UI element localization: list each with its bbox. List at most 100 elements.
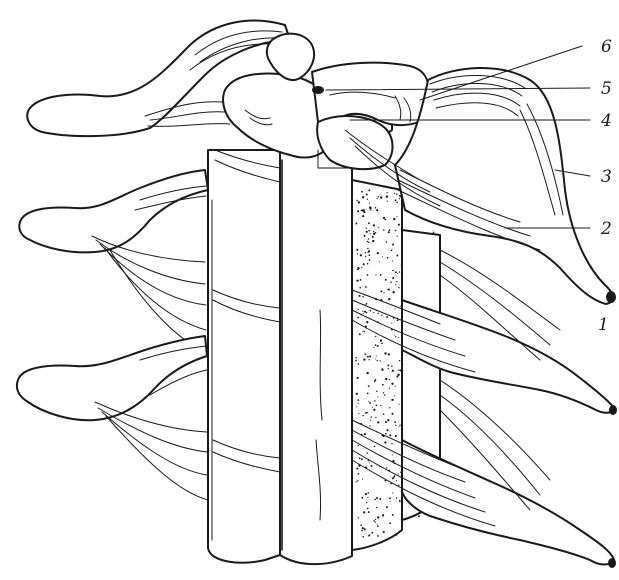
stipple-dot xyxy=(370,310,372,312)
stipple-dot xyxy=(394,193,395,194)
stipple-dot xyxy=(357,317,359,319)
stipple-dot xyxy=(374,499,376,501)
stipple-dot xyxy=(395,435,397,437)
stipple-dot xyxy=(362,498,363,499)
stipple-dot xyxy=(390,281,391,282)
stipple-dot xyxy=(361,458,363,460)
stipple-dot xyxy=(369,355,371,357)
stipple-dot xyxy=(393,270,394,271)
stipple-dot xyxy=(397,319,399,321)
stipple-dot xyxy=(390,501,391,502)
stipple-dot xyxy=(356,468,358,470)
stipple-dot xyxy=(389,229,391,231)
stipple-dot xyxy=(387,257,389,259)
stipple-dot xyxy=(375,336,376,337)
stipple-dot xyxy=(385,433,387,435)
stipple-dot xyxy=(395,199,397,201)
label-4: 4 xyxy=(600,111,612,131)
stipple-dot xyxy=(396,193,397,194)
stipple-dot xyxy=(364,353,366,355)
stipple-dot xyxy=(383,392,384,393)
spinal-cord-right-column xyxy=(280,150,352,564)
stipple-dot xyxy=(368,250,370,252)
spinal-cord-left-column xyxy=(208,150,280,563)
stipple-dot xyxy=(391,366,392,367)
stipple-dot xyxy=(374,400,376,402)
stipple-dot xyxy=(357,210,359,212)
stipple-dot xyxy=(366,231,368,233)
stipple-dot xyxy=(389,379,390,380)
stipple-dot xyxy=(372,240,374,242)
stipple-dot xyxy=(400,472,401,473)
stipple-dot xyxy=(364,331,365,332)
stipple-dot xyxy=(359,333,361,335)
stipple-dot xyxy=(380,196,382,198)
stipple-dot xyxy=(359,287,361,289)
stipple-dot xyxy=(368,535,370,537)
stipple-dot xyxy=(399,425,400,426)
label-3: 3 xyxy=(601,167,612,187)
stipple-dot xyxy=(394,395,395,396)
stipple-dot xyxy=(368,492,370,494)
stipple-dot xyxy=(389,298,391,300)
stipple-dot xyxy=(357,363,359,365)
stipple-dot xyxy=(367,263,369,265)
stipple-dot xyxy=(392,370,394,372)
stipple-dot xyxy=(394,475,395,476)
stipple-dot xyxy=(361,210,363,212)
stipple-dot xyxy=(392,477,394,479)
stipple-dot xyxy=(374,379,376,381)
stipple-dot xyxy=(366,372,368,374)
stipple-dot xyxy=(363,263,365,265)
stipple-dot xyxy=(366,452,367,453)
nerve-tip-dark xyxy=(606,291,616,303)
stipple-dot xyxy=(364,433,366,435)
stipple-dot xyxy=(377,525,379,527)
stipple-dot xyxy=(373,347,374,348)
stipple-dot xyxy=(368,238,369,239)
stipple-dot xyxy=(362,196,364,198)
stipple-dot xyxy=(384,352,386,354)
stipple-dot xyxy=(365,493,367,495)
stipple-dot xyxy=(383,229,385,231)
stipple-dot xyxy=(377,535,379,537)
stipple-dot xyxy=(385,421,387,423)
stipple-dot xyxy=(399,198,400,199)
stipple-dot xyxy=(380,290,382,292)
stipple-dot xyxy=(395,386,396,387)
stipple-dot xyxy=(398,337,399,338)
stipple-dot xyxy=(369,203,370,204)
stipple-dot xyxy=(399,360,400,361)
stipple-dot xyxy=(371,465,373,467)
stipple-dot xyxy=(367,274,369,276)
stipple-dot xyxy=(365,412,367,414)
stipple-dot xyxy=(358,403,359,404)
stipple-dot xyxy=(362,215,364,217)
stipple-dot xyxy=(433,231,435,233)
stipple-dot xyxy=(384,394,386,396)
stipple-dot xyxy=(369,402,371,404)
stipple-dot xyxy=(367,199,368,200)
stipple-dot xyxy=(372,236,374,238)
stipple-dot xyxy=(363,511,365,513)
stipple-dot xyxy=(389,388,390,389)
stipple-dot xyxy=(398,474,399,475)
stipple-dot xyxy=(398,404,399,405)
stipple-dot xyxy=(363,209,365,211)
stipple-dot xyxy=(355,357,357,359)
stipple-dot xyxy=(389,522,391,524)
stipple-dot xyxy=(363,358,365,360)
stipple-dot xyxy=(357,253,358,254)
stipple-dot xyxy=(383,413,385,415)
stipple-dot xyxy=(395,425,396,426)
stipple-dot xyxy=(391,249,393,251)
stipple-dot xyxy=(380,339,382,341)
stipple-dot xyxy=(396,497,397,498)
stipple-dot xyxy=(398,287,399,288)
stipple-dot xyxy=(396,535,397,536)
stipple-dot xyxy=(384,219,386,221)
stipple-dot xyxy=(395,230,397,232)
stipple-dot xyxy=(358,295,360,297)
stipple-dot xyxy=(371,532,373,534)
